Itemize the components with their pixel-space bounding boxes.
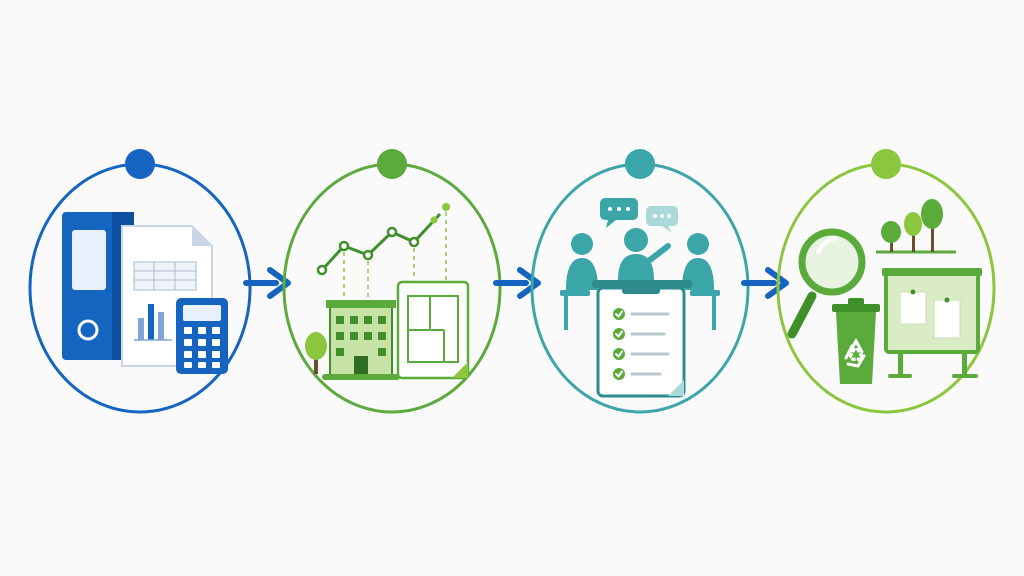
- speech-bubble-icon: [600, 198, 678, 233]
- notice-board-icon: [882, 268, 982, 378]
- arrow-2-to-3: [493, 267, 541, 299]
- trees-icon: [876, 199, 956, 254]
- floor-plan-icon: [396, 280, 470, 380]
- recycle-symbol: ♻: [847, 343, 865, 367]
- stage-2-node: [377, 149, 407, 179]
- tree-icon: [305, 332, 327, 374]
- recycle-bin-icon: ♻: [832, 298, 880, 384]
- calculator-icon: [176, 298, 228, 374]
- magnifying-glass-icon: [787, 228, 866, 339]
- stage-3: [530, 149, 750, 414]
- bar-chart-icon: [134, 304, 172, 341]
- arrow-3-to-4: [741, 267, 789, 299]
- trend-line-icon: [316, 203, 450, 300]
- stage-4: ♻: [776, 149, 996, 414]
- arrow-1-to-2: [243, 267, 291, 299]
- stage-2: [282, 149, 502, 414]
- stage-3-node: [625, 149, 655, 179]
- clipboard-checklist-icon: [596, 282, 686, 398]
- meeting-people-icon: [560, 228, 720, 330]
- stage-4-node: [871, 149, 901, 179]
- stage-1-node: [125, 149, 155, 179]
- stage-1: [28, 149, 252, 414]
- building-icon: [322, 300, 400, 380]
